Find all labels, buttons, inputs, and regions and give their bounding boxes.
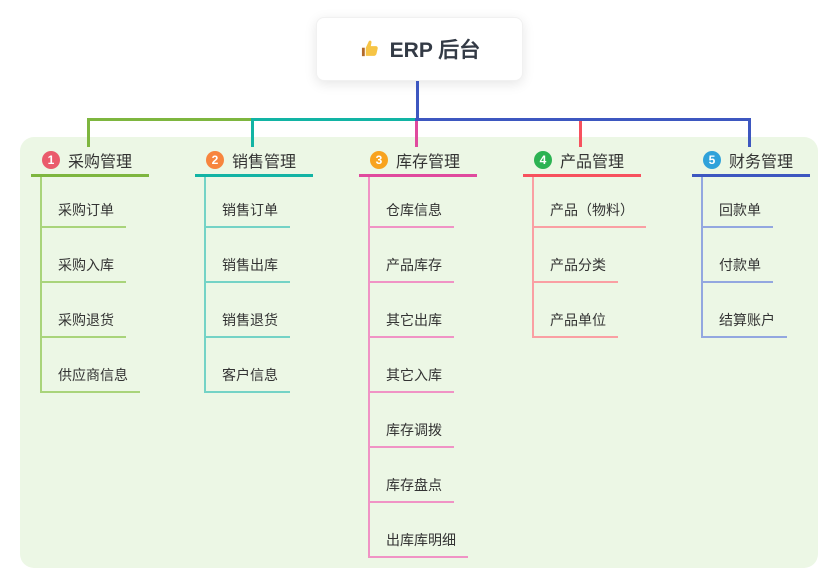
child-node[interactable]: 销售出库 bbox=[204, 251, 290, 283]
child-node[interactable]: 其它出库 bbox=[368, 306, 454, 338]
branch-drop-line bbox=[414, 121, 418, 147]
branch-number-badge: 4 bbox=[534, 151, 552, 169]
branch-title: 财务管理 bbox=[729, 154, 794, 171]
branch-trunk-line bbox=[368, 177, 370, 558]
child-node[interactable]: 回款单 bbox=[701, 196, 773, 228]
child-node[interactable]: 付款单 bbox=[701, 251, 773, 283]
child-node[interactable]: 库存调拨 bbox=[368, 416, 454, 448]
bus-segment-line bbox=[415, 118, 751, 121]
child-node[interactable]: 采购订单 bbox=[40, 196, 126, 228]
branch-drop-line bbox=[86, 121, 90, 147]
branch-header-5[interactable]: 5 财务管理 bbox=[692, 146, 810, 177]
branch-title: 产品管理 bbox=[560, 154, 625, 171]
branch-trunk-line bbox=[701, 177, 703, 338]
child-node[interactable]: 出库库明细 bbox=[368, 526, 468, 558]
branch-drop-line bbox=[250, 121, 254, 147]
branch-header-4[interactable]: 4 产品管理 bbox=[523, 146, 641, 177]
branch-number-badge: 1 bbox=[42, 151, 60, 169]
thumbs-up-icon bbox=[359, 38, 381, 60]
child-node[interactable]: 供应商信息 bbox=[40, 361, 140, 393]
bus-segment-line bbox=[251, 118, 417, 121]
child-node[interactable]: 产品（物料） bbox=[532, 196, 646, 228]
child-node[interactable]: 销售退货 bbox=[204, 306, 290, 338]
child-node[interactable]: 采购入库 bbox=[40, 251, 126, 283]
child-node[interactable]: 产品库存 bbox=[368, 251, 454, 283]
branch-trunk-line bbox=[532, 177, 534, 338]
child-node[interactable]: 产品单位 bbox=[532, 306, 618, 338]
child-node[interactable]: 销售订单 bbox=[204, 196, 290, 228]
child-node[interactable]: 采购退货 bbox=[40, 306, 126, 338]
branch-header-1[interactable]: 1 采购管理 bbox=[31, 146, 149, 177]
child-node[interactable]: 库存盘点 bbox=[368, 471, 454, 503]
branch-title: 采购管理 bbox=[68, 154, 133, 171]
branch-header-3[interactable]: 3 库存管理 bbox=[359, 146, 477, 177]
child-node[interactable]: 产品分类 bbox=[532, 251, 618, 283]
child-node[interactable]: 仓库信息 bbox=[368, 196, 454, 228]
root-node[interactable]: ERP 后台 bbox=[316, 17, 523, 81]
branches-panel bbox=[20, 137, 818, 568]
branch-title: 库存管理 bbox=[396, 154, 461, 171]
root-trunk-line bbox=[416, 81, 419, 118]
child-node[interactable]: 结算账户 bbox=[701, 306, 787, 338]
branch-header-2[interactable]: 2 销售管理 bbox=[195, 146, 313, 177]
branch-number-badge: 2 bbox=[206, 151, 224, 169]
bus-segment-line bbox=[87, 118, 253, 121]
branch-title: 销售管理 bbox=[232, 154, 297, 171]
branch-drop-line bbox=[747, 121, 751, 147]
branch-drop-line bbox=[578, 121, 582, 147]
root-title: ERP 后台 bbox=[389, 39, 481, 62]
branch-trunk-line bbox=[204, 177, 206, 393]
branch-number-badge: 3 bbox=[370, 151, 388, 169]
child-node[interactable]: 其它入库 bbox=[368, 361, 454, 393]
branch-trunk-line bbox=[40, 177, 42, 393]
child-node[interactable]: 客户信息 bbox=[204, 361, 290, 393]
branch-number-badge: 5 bbox=[703, 151, 721, 169]
